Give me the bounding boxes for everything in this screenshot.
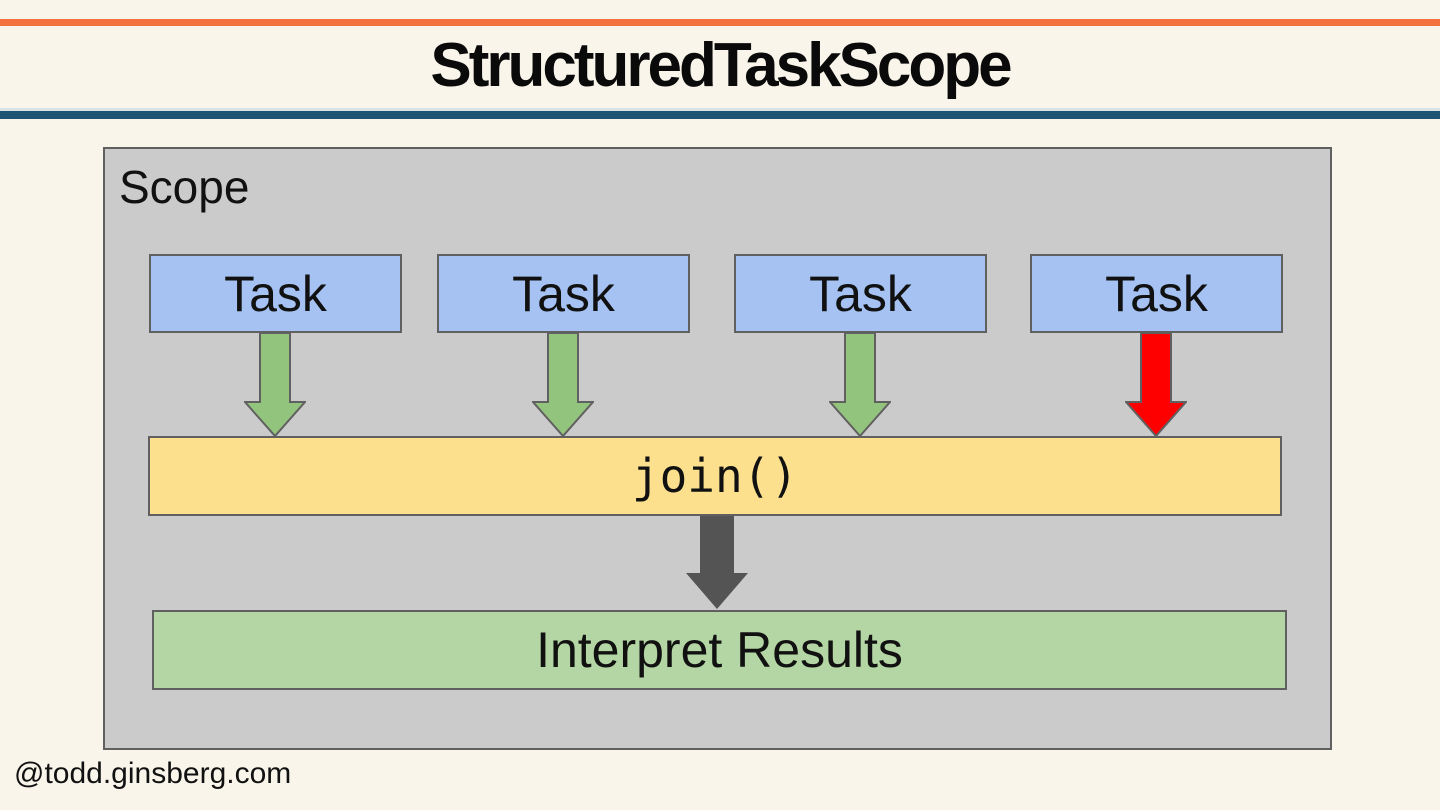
top-accent-rule: [0, 19, 1440, 26]
task1-arrow-shape: [244, 332, 306, 437]
title-underline-highlight: [0, 108, 1440, 111]
join-arrow-shape: [686, 516, 748, 609]
join-label: join(): [631, 449, 799, 503]
task-box-4-label: Task: [1105, 265, 1208, 322]
title-underline-rule: [0, 111, 1440, 119]
task-box-2: Task: [437, 254, 690, 333]
task-box-2-label: Task: [512, 265, 615, 322]
task-box-1: Task: [149, 254, 402, 333]
task2-success-arrow-icon: [532, 332, 594, 437]
task4-arrow-shape: [1125, 332, 1187, 437]
task3-arrow-shape: [829, 332, 891, 437]
task-box-4: Task: [1030, 254, 1283, 333]
interpret-results-box: Interpret Results: [152, 610, 1287, 690]
task-box-3-label: Task: [809, 265, 912, 322]
join-to-interpret-arrow-icon: [686, 516, 748, 609]
scope-label: Scope: [119, 161, 250, 213]
join-box: join(): [148, 436, 1282, 516]
task-box-1-label: Task: [224, 265, 327, 322]
slide-title: StructuredTaskScope: [430, 31, 1012, 100]
author-handle: @todd.ginsberg.com: [14, 757, 292, 790]
task1-success-arrow-icon: [244, 332, 306, 437]
task-box-3: Task: [734, 254, 987, 333]
task2-arrow-shape: [532, 332, 594, 437]
task4-failure-arrow-icon: [1125, 332, 1187, 437]
interpret-results-label: Interpret Results: [536, 622, 903, 678]
task3-success-arrow-icon: [829, 332, 891, 437]
